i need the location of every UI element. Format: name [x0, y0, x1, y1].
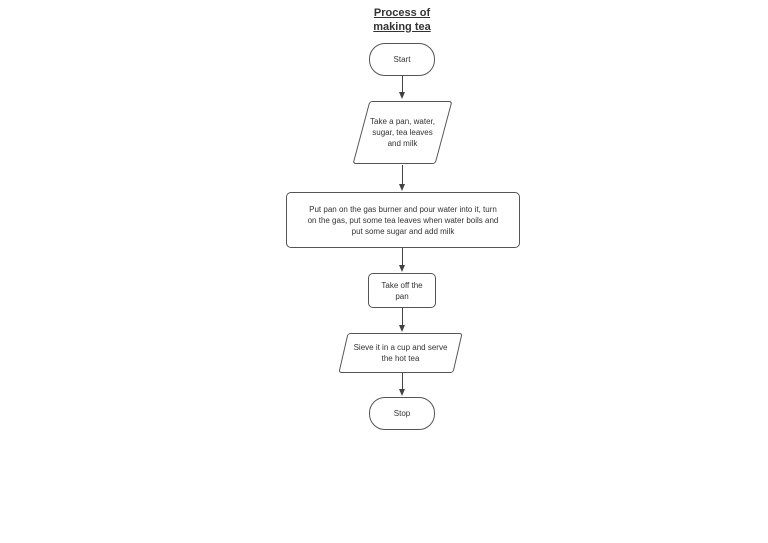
- arrowhead-icon: [399, 389, 405, 396]
- node-take-off-pan-process[interactable]: Take off the pan: [368, 273, 436, 308]
- node-ingredients-parallelogram[interactable]: Take a pan, water, sugar, tea leaves and…: [352, 101, 453, 164]
- arrow-boil-to-takeoff[interactable]: [398, 248, 406, 272]
- arrow-takeoff-to-sieve[interactable]: [398, 308, 406, 332]
- node-sieve-serve-parallelogram[interactable]: Sieve it in a cup and serve the hot tea: [338, 333, 463, 373]
- node-label: Put pan on the gas burner and pour water…: [307, 204, 499, 236]
- node-label: Sieve it in a cup and serve the hot tea: [353, 343, 448, 363]
- node-stop-terminator[interactable]: Stop: [369, 397, 435, 430]
- arrow-line: [401, 165, 403, 184]
- arrow-start-to-ingredients[interactable]: [398, 76, 406, 99]
- node-start-terminator[interactable]: Start: [369, 43, 435, 76]
- arrow-line: [401, 373, 403, 389]
- arrow-line: [401, 248, 403, 265]
- arrow-line: [401, 76, 403, 92]
- node-label: Stop: [393, 409, 411, 418]
- diagram-title: Process of making tea: [373, 7, 431, 33]
- arrowhead-icon: [399, 325, 405, 332]
- arrowhead-icon: [399, 184, 405, 191]
- arrow-line: [401, 308, 403, 325]
- arrow-sieve-to-stop[interactable]: [398, 373, 406, 396]
- arrow-ingredients-to-boil[interactable]: [398, 165, 406, 191]
- arrowhead-icon: [399, 92, 405, 99]
- node-label: Take a pan, water, sugar, tea leaves and…: [370, 117, 435, 148]
- arrowhead-icon: [399, 265, 405, 272]
- node-boil-process[interactable]: Put pan on the gas burner and pour water…: [286, 192, 520, 248]
- node-label: Start: [393, 55, 411, 64]
- node-label: Take off the pan: [381, 280, 423, 301]
